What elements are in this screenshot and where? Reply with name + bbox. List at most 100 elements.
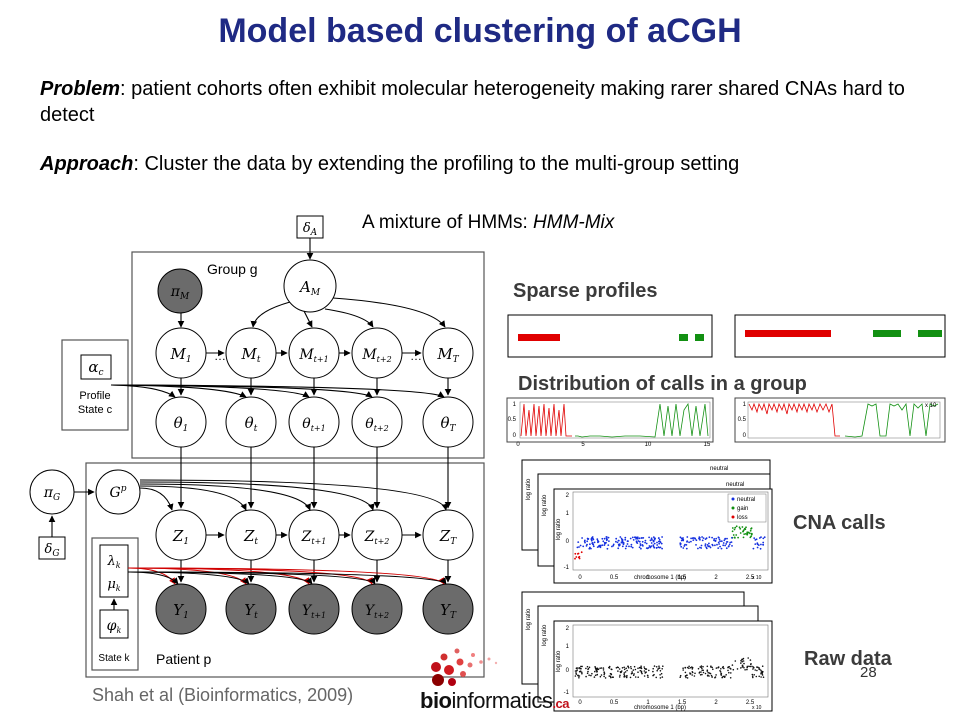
cna-point — [576, 546, 579, 549]
cna-point — [713, 538, 716, 540]
cna-point — [624, 538, 627, 541]
raw-point — [753, 674, 755, 676]
raw-point — [626, 674, 628, 677]
raw-point — [578, 667, 581, 669]
raw-point — [662, 665, 664, 667]
cna-x-tick-2: 1 — [646, 575, 650, 581]
cna-point — [750, 532, 753, 535]
cna-point — [638, 540, 641, 543]
cna-point — [711, 536, 713, 539]
raw-back-ylabel-1: log ratio — [526, 608, 532, 630]
raw-point — [761, 671, 764, 674]
cna-point — [685, 544, 688, 546]
raw-point — [712, 668, 714, 671]
raw-point — [751, 673, 754, 676]
cna-point — [650, 542, 653, 544]
cna-point — [681, 538, 684, 541]
dist1-x-tick-2: 10 — [645, 442, 652, 448]
raw-point — [625, 667, 627, 670]
raw-point — [629, 676, 632, 679]
cna-point — [704, 543, 707, 545]
raw-point — [634, 676, 637, 678]
raw-point — [641, 672, 643, 675]
raw-point — [727, 669, 729, 672]
raw-point — [627, 665, 629, 667]
cna-point — [630, 543, 633, 546]
raw-point — [717, 666, 719, 669]
raw-point — [643, 675, 646, 677]
ellipsis-1: … — [214, 349, 226, 363]
raw-point — [602, 669, 605, 671]
cna-point — [731, 536, 733, 539]
page-number: 28 — [860, 664, 877, 681]
cna-point — [708, 545, 711, 548]
raw-point — [653, 665, 656, 667]
raw-point — [581, 665, 583, 668]
cna-point — [743, 533, 746, 535]
logo-dots — [431, 648, 498, 686]
cna-point — [717, 541, 720, 544]
z-node-t2: Zt+2 — [351, 509, 403, 561]
cna-point — [750, 527, 753, 530]
m-node-1: M1 — [155, 327, 207, 379]
raw-point — [580, 667, 582, 670]
cna-point — [680, 539, 683, 542]
raw-point — [579, 670, 582, 672]
raw-point — [693, 675, 696, 677]
cna-point — [632, 539, 635, 541]
z-node-T: ZT — [422, 509, 474, 561]
pi-g-node: πG — [29, 469, 75, 515]
cna-x-tick-4: 2 — [714, 575, 718, 581]
cna-point — [628, 545, 630, 548]
cna-point — [630, 545, 633, 548]
cna-point — [617, 543, 620, 546]
citation: Shah et al (Bioinformatics, 2009) — [92, 685, 354, 705]
cna-point — [746, 533, 749, 536]
cna-point — [737, 536, 739, 539]
cna-point — [754, 543, 757, 545]
raw-point — [760, 676, 762, 678]
raw-point — [586, 672, 589, 675]
raw-point — [597, 668, 600, 671]
cna-point — [753, 537, 756, 539]
raw-point — [593, 676, 596, 678]
y-node-T: YT — [422, 583, 474, 635]
cna-point — [733, 536, 736, 539]
raw-point — [631, 671, 633, 673]
cna-x-tick-1: 0.5 — [610, 575, 619, 581]
svg-text:bioinformatics.ca: bioinformatics.ca — [420, 688, 570, 713]
profile-2-gain-segment-a — [873, 330, 901, 337]
raw-back-ylabel-2: log ratio — [542, 624, 548, 646]
raw-point — [679, 676, 681, 678]
raw-point — [656, 669, 658, 672]
cna-scatter-points — [574, 525, 766, 560]
cna-point — [725, 547, 728, 550]
raw-point — [587, 668, 589, 671]
cna-x-tick-0: 0 — [578, 575, 582, 581]
cna-point — [745, 526, 747, 529]
cna-point — [725, 543, 728, 545]
dist1-x-tick-3: 15 — [704, 442, 711, 448]
cna-point — [726, 537, 728, 540]
delta-a-node: δA — [296, 215, 324, 239]
cna-point — [657, 540, 660, 543]
cna-exponent: x 10 — [752, 575, 762, 581]
raw-point — [714, 676, 716, 679]
raw-point — [626, 669, 628, 672]
raw-point — [588, 666, 591, 669]
cna-point — [734, 526, 737, 529]
raw-point — [710, 666, 712, 668]
raw-scatter-points — [574, 657, 765, 679]
cna-point — [603, 544, 606, 546]
cna-point — [578, 555, 581, 558]
raw-point — [612, 676, 614, 678]
raw-point — [637, 667, 639, 670]
cna-point — [621, 545, 624, 548]
approach-text: : Cluster the data by extending the prof… — [133, 153, 740, 175]
raw-point — [645, 668, 648, 670]
cna-point — [735, 534, 738, 536]
cna-point — [640, 547, 642, 550]
cna-point — [574, 557, 576, 560]
raw-point — [634, 668, 637, 671]
cna-point — [735, 525, 738, 528]
